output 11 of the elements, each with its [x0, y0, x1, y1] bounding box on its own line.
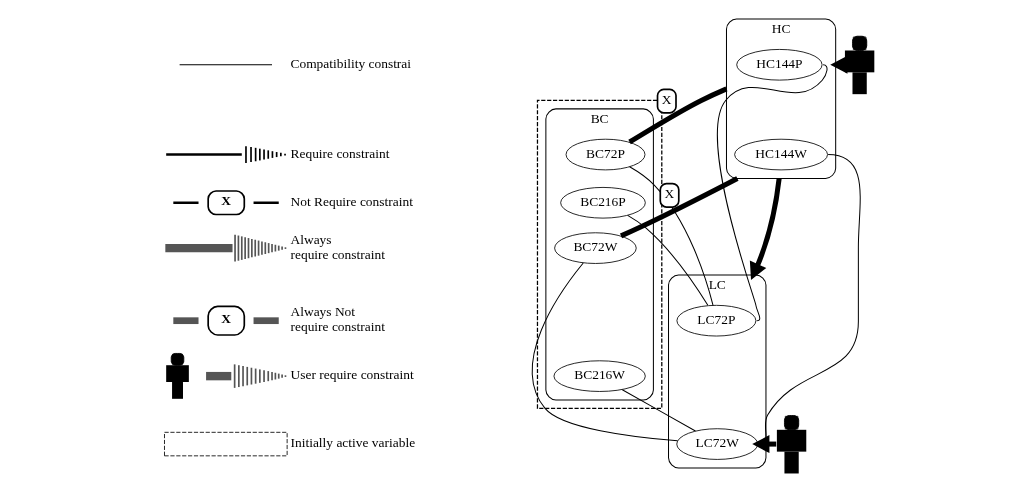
legend-label: Initially active variable	[290, 434, 415, 450]
label: X	[220, 192, 231, 208]
legend-label: Compatibility constrai	[290, 55, 411, 71]
edge-label: X	[663, 186, 674, 201]
legend-label: Always require constraint	[290, 231, 385, 262]
legend-label: Always Not require constraint	[290, 303, 385, 334]
legend-label: User require constraint	[290, 366, 414, 382]
legend-label: Require constraint	[290, 145, 389, 161]
edge-label: X	[661, 91, 671, 107]
label: X	[220, 310, 231, 326]
legend-label: Not Require constraint	[290, 193, 413, 209]
